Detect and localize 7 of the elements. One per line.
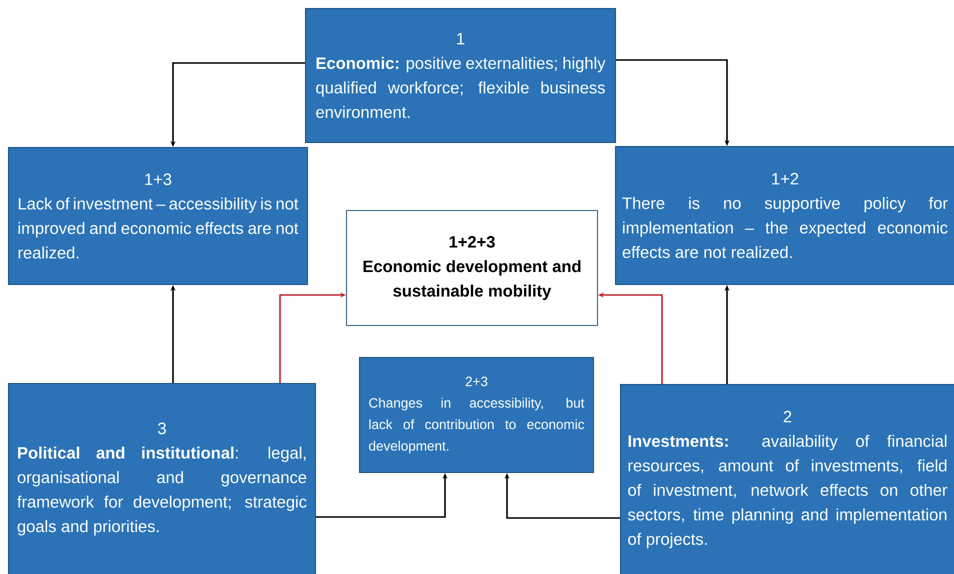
process-box: 1+3 Lack of investment – accessibility is not improved and economic effects are not realized.: [8, 147, 308, 285]
process-box: 2+3 Changes in accessibility, but lack of contribution to economic development.: [359, 357, 594, 473]
process-box: 2 Investments: availability of financial resources, amount of investments, field of investment, network effects on other sectors, time planning and implementation of projects.: [620, 384, 954, 574]
process-box: 1+2 There is no supportive policy for implementation – the expected economic effects are not realized.: [615, 146, 954, 285]
process-box: 1 Economic: positive externalities; highly qualified workforce; flexible business environment.: [305, 8, 616, 143]
process-box: 3 Political and institutional: legal, organisational and governance framework for development; strategic goals and priorities.: [8, 383, 316, 574]
goal-box: 1+2+3 Economic development and sustainable mobility: [346, 210, 598, 326]
